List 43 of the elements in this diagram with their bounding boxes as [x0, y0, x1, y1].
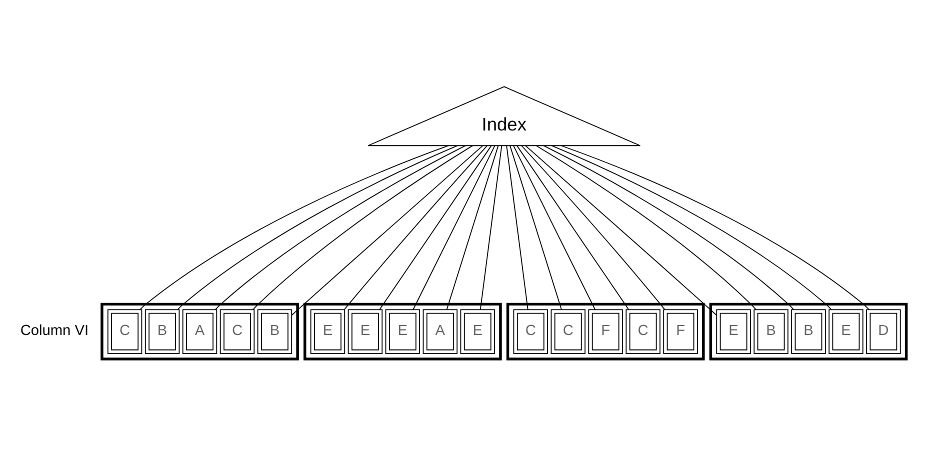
node-box: B [257, 309, 292, 354]
connector [560, 145, 870, 310]
node-box: A [182, 309, 218, 354]
connector [252, 145, 473, 310]
cluster [709, 302, 908, 360]
node-box: C [107, 309, 142, 354]
connector [510, 145, 562, 310]
connector [412, 145, 496, 310]
node-box: C [513, 309, 548, 354]
connector [379, 145, 492, 310]
cluster [100, 302, 299, 360]
node-box: F [588, 309, 623, 354]
cluster [304, 302, 502, 360]
node-box: C [220, 309, 255, 354]
connector [506, 145, 528, 310]
connector [521, 145, 666, 310]
connector [536, 145, 756, 310]
connector [214, 145, 466, 310]
connector [291, 145, 484, 316]
node-box: E [385, 309, 420, 354]
node-box: D [866, 309, 901, 354]
node-box: E [310, 309, 346, 354]
label: Column VI [20, 323, 89, 340]
node-box: B [754, 309, 788, 354]
node-box: A [422, 309, 458, 354]
node-box: C [550, 309, 586, 354]
connector [551, 145, 832, 310]
node-box: C [626, 309, 660, 354]
connector [513, 145, 596, 310]
connector [543, 145, 794, 310]
node-box: E [348, 309, 383, 354]
node-box: B [144, 309, 180, 354]
node-box: F [663, 309, 698, 354]
connector [516, 145, 630, 310]
node-box: E [828, 309, 864, 354]
connector [446, 145, 499, 310]
connector [344, 145, 488, 310]
node-box: B [791, 309, 826, 354]
node-box: E [460, 309, 495, 354]
node-box: E [716, 309, 751, 354]
cluster [506, 302, 705, 360]
connector [480, 145, 502, 310]
connector [525, 145, 718, 316]
